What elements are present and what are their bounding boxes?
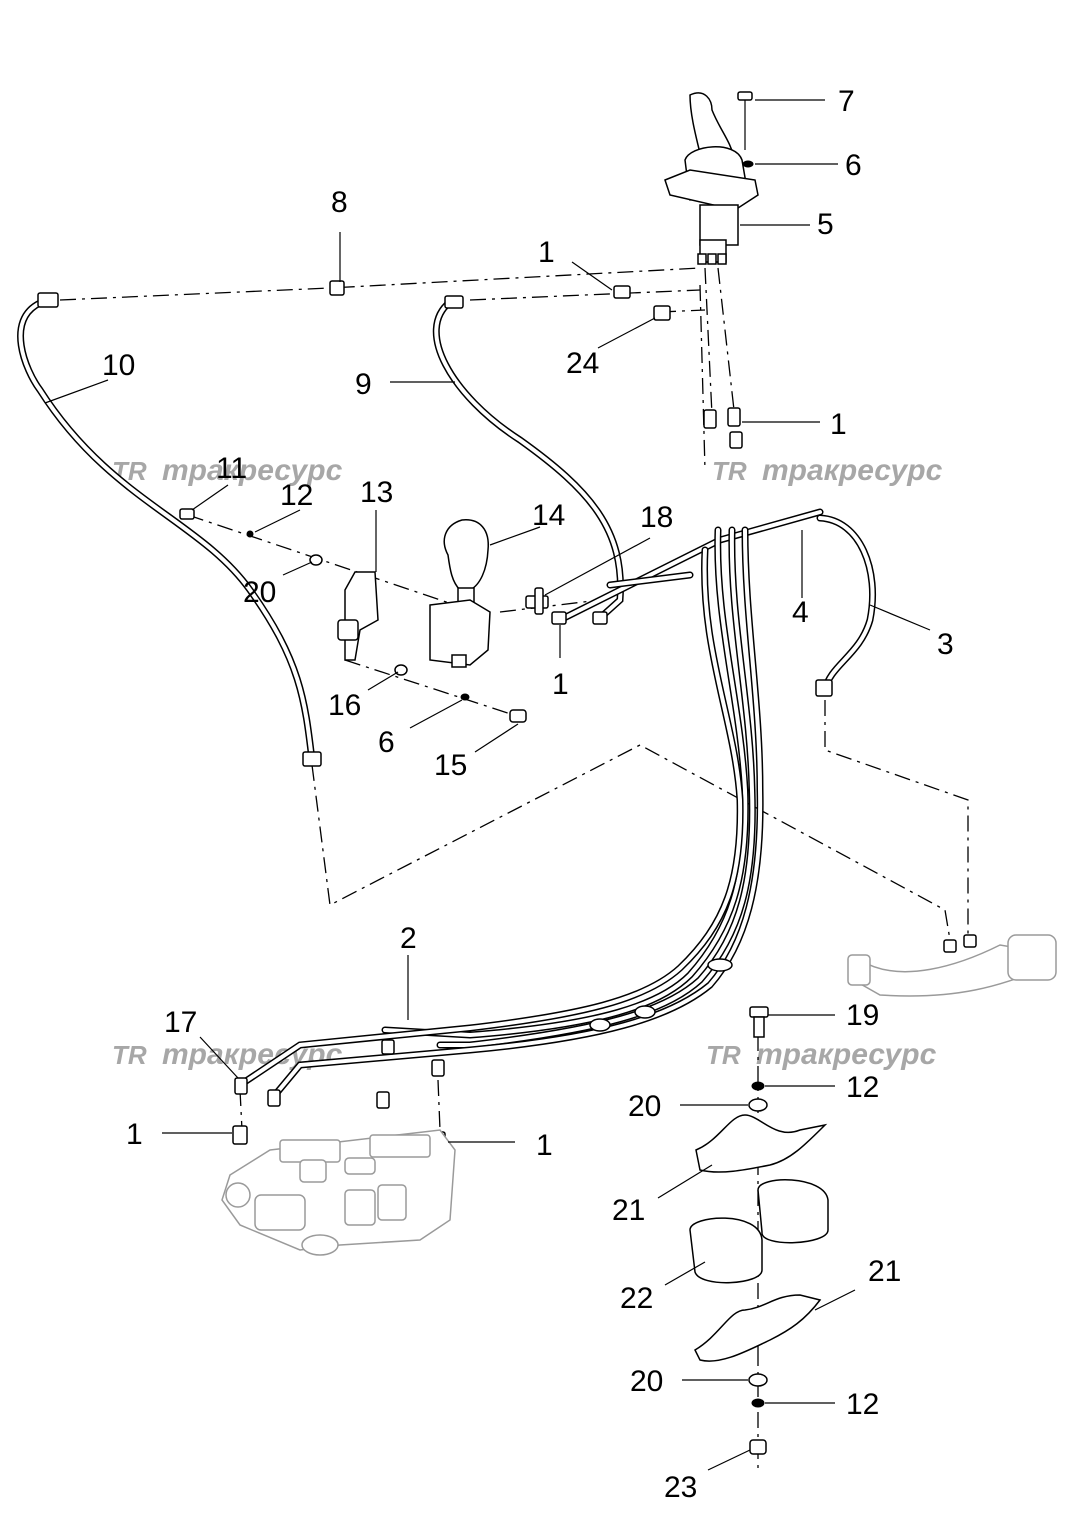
fitting-1 bbox=[232, 1125, 248, 1145]
clamp-half-21-lower bbox=[694, 1294, 822, 1362]
control-valve bbox=[221, 1129, 456, 1256]
callout-21: 21 bbox=[868, 1255, 901, 1288]
callout-11: 11 bbox=[216, 452, 247, 485]
callout-21: 21 bbox=[612, 1194, 645, 1227]
callout-2: 2 bbox=[400, 922, 417, 955]
svg-text:TR: TR bbox=[712, 456, 747, 486]
washer-20 bbox=[309, 554, 323, 566]
callout-24: 24 bbox=[566, 347, 599, 380]
callout-1: 1 bbox=[830, 408, 847, 441]
watermark: TR тракресурс bbox=[112, 454, 343, 487]
fitting-1 bbox=[551, 611, 608, 625]
accumulator-14 bbox=[443, 519, 489, 603]
callout-5: 5 bbox=[817, 208, 834, 241]
tee-18 bbox=[525, 587, 549, 615]
watermark: TR тракресурс bbox=[712, 454, 943, 487]
washer-20 bbox=[748, 1098, 768, 1112]
callout-20: 20 bbox=[630, 1365, 663, 1398]
fittings-17 bbox=[234, 1039, 445, 1109]
callout-6: 6 bbox=[378, 726, 395, 759]
connection-lines bbox=[59, 267, 969, 1470]
bolt-15 bbox=[509, 709, 527, 723]
bolt-19 bbox=[749, 1006, 769, 1038]
callout-16: 16 bbox=[328, 689, 361, 722]
screw-7 bbox=[737, 91, 753, 150]
callout-1: 1 bbox=[538, 236, 555, 269]
bolt-11 bbox=[179, 508, 195, 520]
washer-6 bbox=[742, 160, 754, 168]
washer-12 bbox=[751, 1081, 765, 1091]
callout-19: 19 bbox=[846, 999, 879, 1032]
joystick-valve-5 bbox=[664, 92, 759, 265]
fitting-1 bbox=[613, 285, 631, 299]
callout-20: 20 bbox=[243, 576, 276, 609]
nut-23 bbox=[749, 1439, 767, 1455]
callout-12: 12 bbox=[280, 479, 313, 512]
washer-16 bbox=[394, 664, 408, 676]
washer-12 bbox=[751, 1398, 765, 1408]
callout-labels: 7 6 5 8 1 24 10 9 1 11 12 13 14 18 20 4 … bbox=[102, 85, 954, 1504]
hose-9 bbox=[432, 295, 624, 622]
svg-text:тракресурс: тракресурс bbox=[756, 1038, 937, 1071]
sleeve-22 bbox=[689, 1179, 829, 1284]
callout-7: 7 bbox=[838, 85, 855, 118]
callout-1: 1 bbox=[536, 1129, 553, 1162]
callout-13: 13 bbox=[360, 476, 393, 509]
callout-1: 1 bbox=[552, 668, 569, 701]
bracket-13 bbox=[337, 571, 379, 661]
callout-12: 12 bbox=[846, 1388, 879, 1421]
callout-4: 4 bbox=[792, 596, 809, 629]
svg-text:тракресурс: тракресурс bbox=[762, 454, 943, 487]
callout-22: 22 bbox=[620, 1282, 653, 1315]
watermark: TR тракресурс bbox=[706, 1038, 937, 1071]
hose-3 bbox=[815, 514, 877, 697]
washer-12 bbox=[246, 530, 254, 538]
leader-lines bbox=[44, 99, 931, 1471]
clamp-half-21-upper bbox=[695, 1114, 828, 1173]
callout-20: 20 bbox=[628, 1090, 661, 1123]
callout-15: 15 bbox=[434, 749, 467, 782]
svg-text:тракресурс: тракресурс bbox=[162, 454, 343, 487]
callout-17: 17 bbox=[164, 1006, 197, 1039]
callout-8: 8 bbox=[331, 186, 348, 219]
callout-23: 23 bbox=[664, 1471, 697, 1504]
callout-10: 10 bbox=[102, 349, 135, 382]
fitting-8 bbox=[329, 280, 345, 296]
fitting-24 bbox=[653, 305, 671, 321]
solenoid-valve-block bbox=[429, 599, 491, 668]
svg-text:TR: TR bbox=[112, 1040, 147, 1070]
hose-bundle bbox=[236, 526, 764, 1099]
washer-20 bbox=[748, 1373, 768, 1387]
callout-1: 1 bbox=[126, 1118, 143, 1151]
callout-12: 12 bbox=[846, 1071, 879, 1104]
fitting-1 bbox=[703, 407, 743, 449]
callout-18: 18 bbox=[640, 501, 673, 534]
hose-10 bbox=[17, 292, 322, 767]
callout-3: 3 bbox=[937, 628, 954, 661]
elbow-pipe bbox=[847, 934, 1057, 997]
callout-6: 6 bbox=[845, 149, 862, 182]
svg-text:TR: TR bbox=[706, 1040, 741, 1070]
callout-9: 9 bbox=[355, 368, 372, 401]
callout-14: 14 bbox=[532, 499, 565, 532]
washer-6 bbox=[460, 693, 470, 701]
